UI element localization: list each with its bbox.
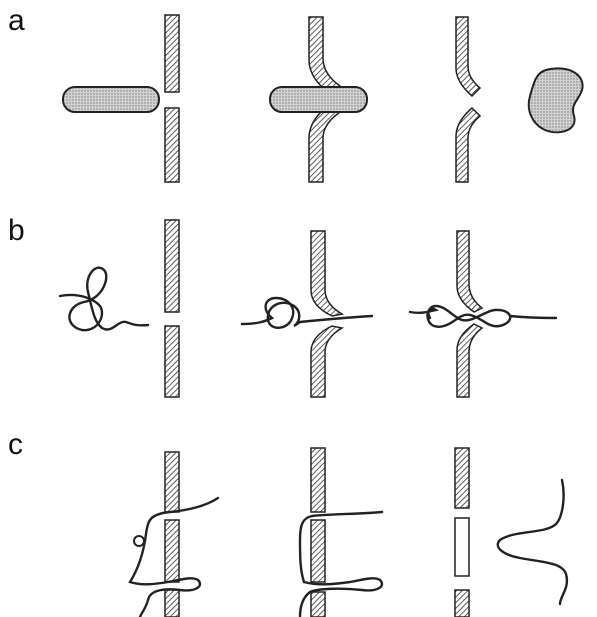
membrane-segment-lower-bent: [311, 326, 342, 397]
panel-c-membrane-3: [455, 448, 469, 617]
membrane-segment-upper-curved: [456, 17, 480, 96]
panel-c: [130, 448, 567, 617]
released-polymer-chain: [498, 480, 567, 604]
membrane-segment-upper-bent: [309, 17, 340, 94]
rod-particle-translocating: [270, 87, 367, 112]
membrane-segment-lower: [455, 590, 469, 617]
membrane-segment-middle: [311, 520, 325, 582]
figure-eight-polymer-chain: [410, 306, 556, 327]
membrane-segment-upper: [165, 15, 179, 92]
membrane-segment-upper: [455, 448, 469, 508]
membrane-segment-lower: [165, 108, 179, 182]
membrane-segment-lower-curved: [456, 108, 480, 182]
rod-particle: [63, 87, 159, 112]
deformed-particle-blob: [529, 68, 583, 132]
panel-b: [60, 220, 556, 397]
coiled-polymer-chain: [60, 268, 148, 330]
membrane-segment-upper-curved: [457, 231, 482, 312]
polymer-knot-loop: [134, 536, 144, 546]
open-pore-channel: [455, 518, 469, 576]
panel-b-membrane-2: [311, 231, 342, 397]
threading-polymer-chain: [242, 298, 372, 328]
membrane-segment-lower: [165, 590, 179, 617]
membrane-segment-upper: [311, 448, 325, 512]
panel-b-membrane-1: [165, 220, 179, 397]
panel-c-membrane-1: [165, 452, 179, 617]
membrane-segment-upper: [165, 220, 179, 312]
membrane-segment-middle: [165, 520, 179, 582]
membrane-segment-lower: [311, 592, 325, 617]
membrane-segment-lower-bent: [309, 104, 340, 182]
panel-a-membrane-3: [456, 17, 480, 182]
membrane-segment-lower: [165, 326, 179, 397]
panel-a: [63, 15, 583, 182]
membrane-segment-upper-bent: [311, 231, 342, 316]
membrane-segment-upper: [165, 452, 179, 512]
membrane-segment-lower-curved: [457, 324, 482, 397]
panel-a-membrane-1: [165, 15, 179, 182]
